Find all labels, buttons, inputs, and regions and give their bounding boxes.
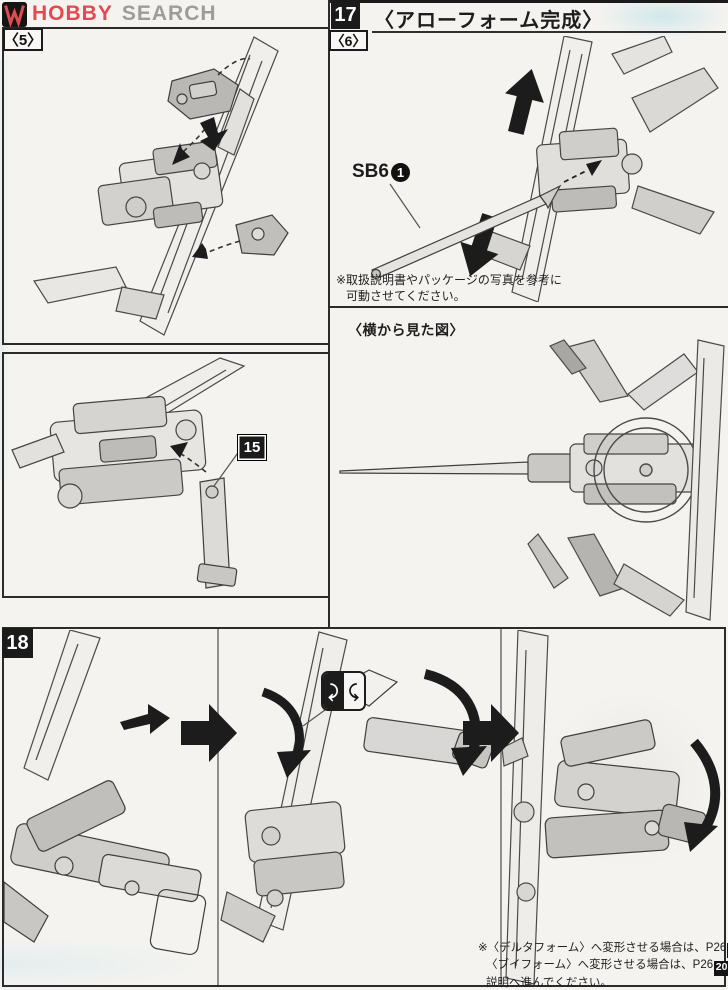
- part15-panel: [2, 352, 330, 598]
- upper-wings-art: [549, 339, 699, 411]
- next-step-arrow-icon: [463, 704, 519, 762]
- core-cluster-art: [536, 127, 643, 213]
- hinge-icon-leader-line: [302, 709, 326, 727]
- brand-text-search: SEARCH: [121, 2, 217, 25]
- scan-ghost-tint: [0, 938, 210, 990]
- wing-fin-art: [33, 266, 165, 320]
- hinge-click-icon: ⤸ ⤹: [321, 671, 366, 711]
- folded-arm-art: [544, 719, 707, 859]
- insert-arrowhead-icon: [586, 160, 602, 176]
- bow-tip-art: [23, 630, 101, 781]
- step17-note: ※取扱説明書やパッケージの写真を参考に 可動させてください。: [336, 273, 562, 303]
- note-line-2: 〈ブイフォーム〉へ変形させる場合は、P2620の: [478, 958, 728, 976]
- step5-assembly-art: [33, 36, 289, 336]
- note-line-3: 説明へ進んでください。: [486, 976, 612, 989]
- hinge-left-arrow-icon: ⤸: [323, 673, 344, 709]
- rear-bow-art: [685, 339, 725, 621]
- bow-limb-art: [502, 630, 549, 985]
- lower-wings-art: [527, 533, 685, 617]
- lance-art: [339, 453, 573, 483]
- fold-arrow-icon: [261, 687, 311, 778]
- side-view-art: [339, 339, 725, 621]
- core-cluster-art: [220, 801, 346, 943]
- step17-number-badge: 17: [331, 1, 360, 29]
- launcher-art: [4, 780, 207, 956]
- step18-subpanel1-art: [4, 630, 207, 956]
- brand-text-hobby: HOBBY: [32, 2, 113, 25]
- sb6-lance-art: [370, 184, 562, 280]
- sb6-part-label: SB6 1: [352, 161, 410, 183]
- step20-ref-badge: 20: [714, 960, 728, 976]
- step18-note: ※〈デルタフォーム〉へ変形させる場合は、P2619、 〈ブイフォーム〉へ変形させ…: [478, 941, 728, 990]
- next-step-arrow-icon: [181, 704, 237, 762]
- loose-part-top-art: [167, 68, 239, 120]
- part15-stand-art: [196, 477, 238, 589]
- move-up-arrow-icon: [505, 68, 544, 135]
- side-view-separator: [330, 306, 728, 308]
- sb6-leader-line: [389, 183, 421, 229]
- side-view-label: 〈横から見た図〉: [348, 322, 464, 338]
- step18-subpanel-divider: [500, 629, 502, 985]
- badge-leader-line: [213, 449, 241, 487]
- step18-subpanel-divider: [217, 629, 219, 985]
- hobby-search-logo-icon: [2, 2, 27, 27]
- slide-arrow-icon: [120, 704, 170, 734]
- step17-sub-badge: 〈6〉: [329, 30, 368, 51]
- rotate-down-arrow-icon: [684, 738, 721, 852]
- loose-part-claw-art: [235, 214, 289, 256]
- attach-arrow-icon: [172, 117, 228, 259]
- hobby-search-watermark: HOBBY SEARCH: [32, 2, 217, 26]
- step17-top-rule: [328, 0, 728, 3]
- step5-panel: [2, 27, 330, 345]
- hinge-right-arrow-icon: ⤹: [343, 673, 364, 709]
- body-core-art: [569, 433, 703, 505]
- attach-arrow-icon: [170, 442, 188, 458]
- insert-dashed-arrow: [563, 169, 589, 183]
- part15-badge: 15: [237, 434, 267, 461]
- wing-fins-art: [483, 36, 719, 271]
- runner-number-icon: 1: [390, 162, 410, 182]
- core-cluster-art: [11, 395, 207, 509]
- step18-subpanel3-art: [502, 630, 721, 985]
- scan-ghost-tint: [0, 60, 10, 480]
- step18-number-badge: 18: [2, 628, 33, 658]
- core-cluster-art: [97, 140, 224, 229]
- note-line-1: ※〈デルタフォーム〉へ変形させる場合は、P2619、: [478, 941, 728, 959]
- step18-panel: [2, 627, 726, 987]
- step17-title: 〈アローフォーム完成〉: [374, 10, 604, 32]
- arrow-form-assembly-art: [370, 36, 719, 302]
- part15-assembly-art: [11, 357, 246, 589]
- step17-header-underline: [372, 31, 726, 33]
- step5-badge: 〈5〉: [3, 28, 43, 51]
